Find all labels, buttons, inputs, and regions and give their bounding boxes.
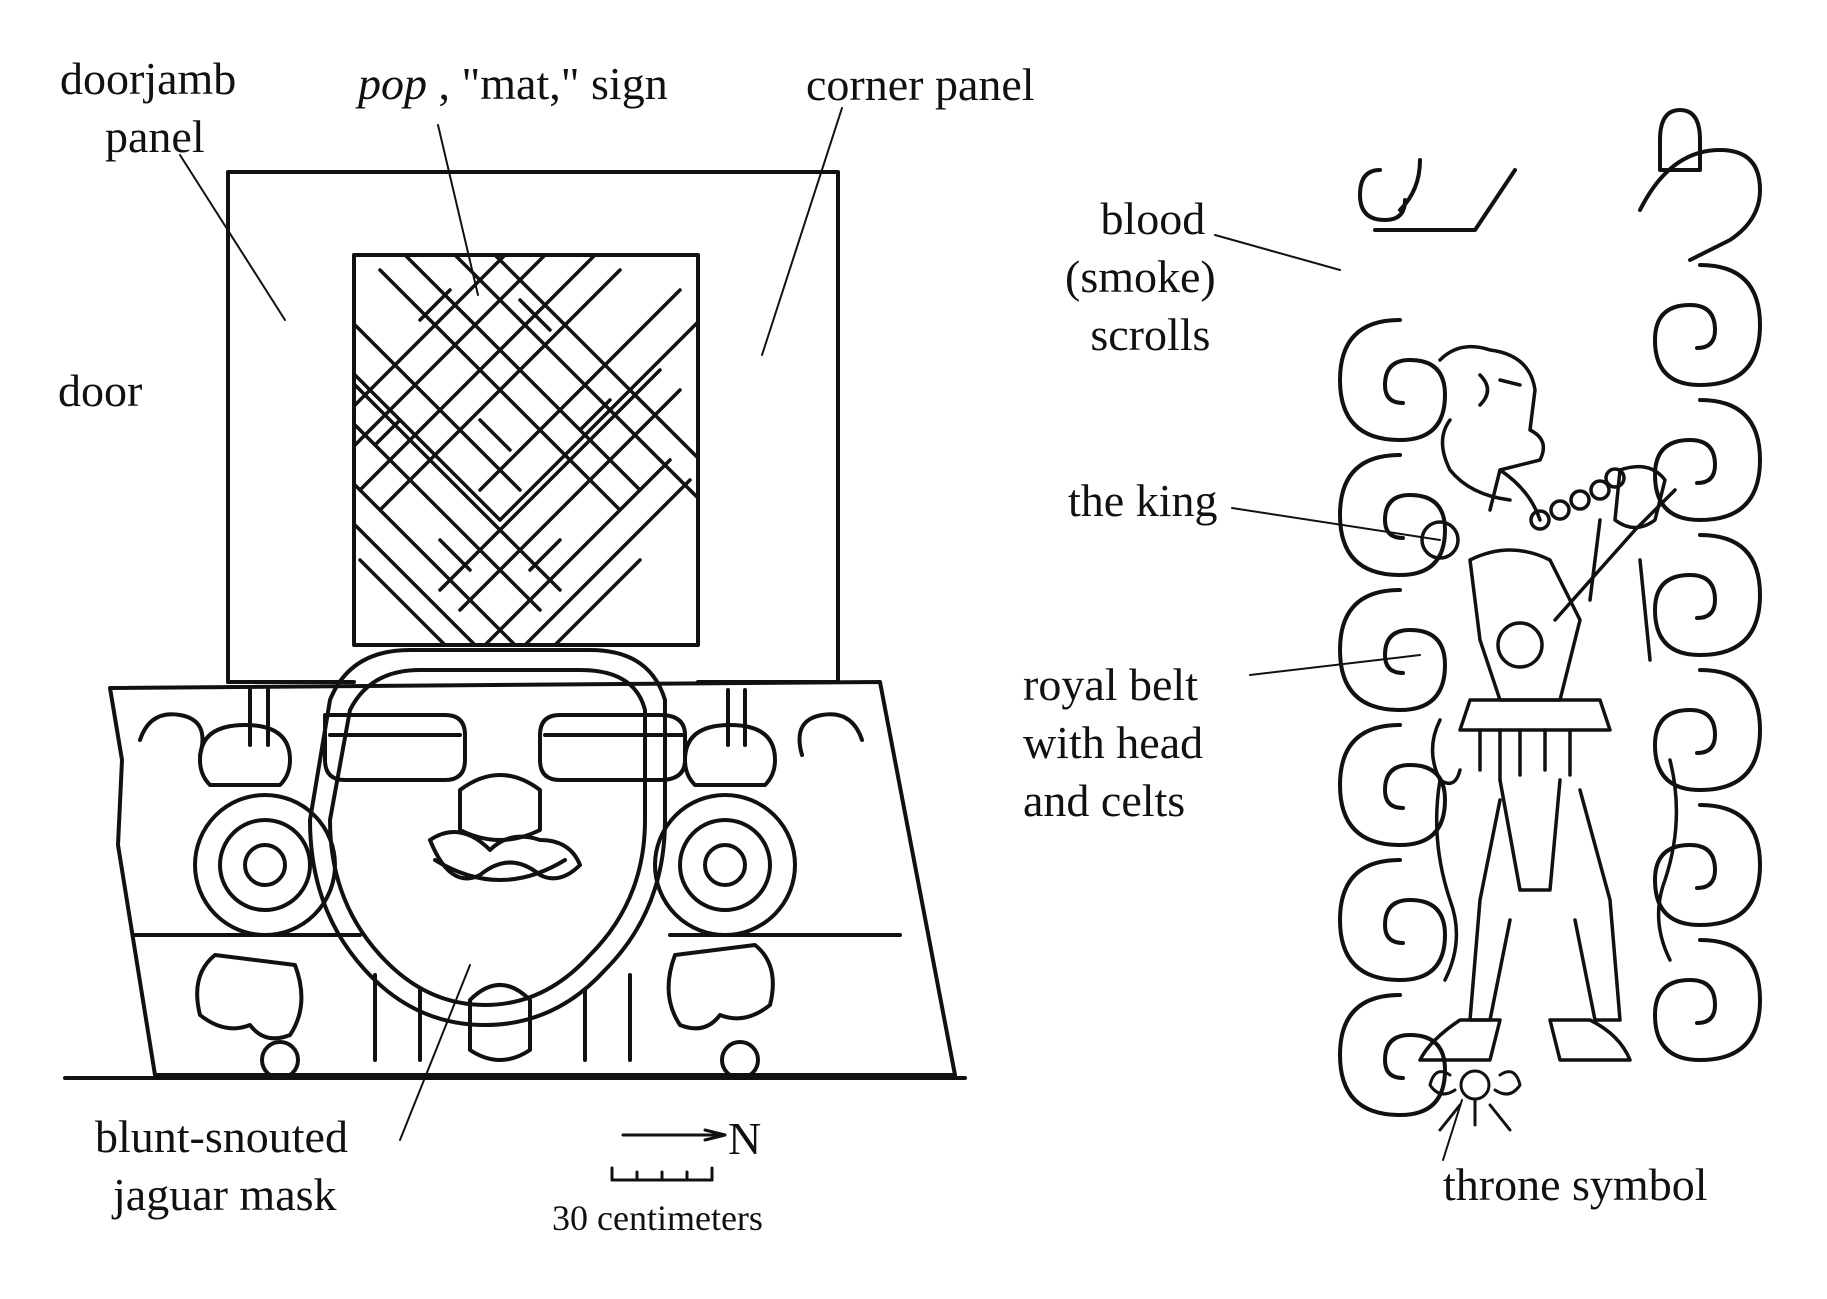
label-jaguar-mask: blunt-snouted jaguar mask	[95, 1108, 348, 1224]
label-door: door	[58, 362, 142, 420]
woven-mat-pattern	[356, 257, 696, 643]
label-belt-line2: with head	[1023, 717, 1204, 768]
label-jaguar-line2: jaguar mask	[113, 1169, 337, 1220]
label-corner-panel: corner panel	[806, 56, 1035, 114]
label-blood-line3: scrolls	[1090, 309, 1211, 360]
label-jaguar-line1: blunt-snouted	[95, 1111, 348, 1162]
king-figure	[1418, 344, 1679, 1062]
label-door-text: door	[58, 365, 143, 416]
label-doorjamb-panel: doorjamb panel	[60, 50, 236, 166]
label-scale: 30 centimeters	[552, 1198, 763, 1238]
label-corner-panel-text: corner panel	[806, 59, 1035, 110]
label-throne-text: throne symbol	[1443, 1159, 1708, 1210]
ear-spool-right	[653, 723, 797, 1031]
king-drawing	[1338, 108, 1762, 1132]
label-pop-rest: , "mat," sign	[427, 58, 668, 109]
jaguar-mask	[308, 648, 687, 1062]
label-doorjamb-line1: doorjamb	[60, 53, 237, 104]
smoke-scrolls-right	[1638, 108, 1762, 1062]
label-pop-mat-sign: pop , "mat," sign	[358, 55, 668, 113]
throne-symbol-glyph	[1428, 1069, 1522, 1132]
label-pop-row: pop , "mat," sign	[358, 58, 668, 109]
label-throne-symbol: throne symbol	[1443, 1156, 1707, 1214]
leader-lines-right	[1214, 234, 1463, 1161]
label-the-king: the king	[1068, 472, 1217, 530]
scale-bar	[610, 1166, 714, 1182]
label-blood-line2: (smoke)	[1065, 251, 1216, 302]
north-arrow	[621, 1128, 727, 1142]
lower-platform-outline	[108, 680, 957, 1077]
leader-lines-left	[179, 107, 843, 1141]
label-north: N	[728, 1110, 761, 1168]
label-belt-line3: and celts	[1023, 775, 1186, 826]
label-pop-italic: pop	[358, 58, 427, 109]
mat-sign-panel	[352, 253, 700, 647]
doorjamb-panel-frame	[226, 170, 840, 684]
label-doorjamb-line2: panel	[105, 111, 205, 162]
label-belt-line1: royal belt	[1023, 659, 1198, 710]
temple-facade	[63, 170, 967, 1080]
label-blood-scrolls: blood (smoke) scrolls	[1065, 190, 1216, 364]
smoke-scrolls-left	[1338, 158, 1517, 1117]
label-royal-belt: royal belt with head and celts	[1023, 656, 1203, 830]
label-scale-text: 30 centimeters	[552, 1198, 763, 1238]
label-the-king-text: the king	[1068, 475, 1218, 526]
label-blood-line1: blood	[1100, 193, 1206, 244]
ear-spool-left	[193, 723, 337, 1041]
label-north-text: N	[728, 1113, 762, 1164]
